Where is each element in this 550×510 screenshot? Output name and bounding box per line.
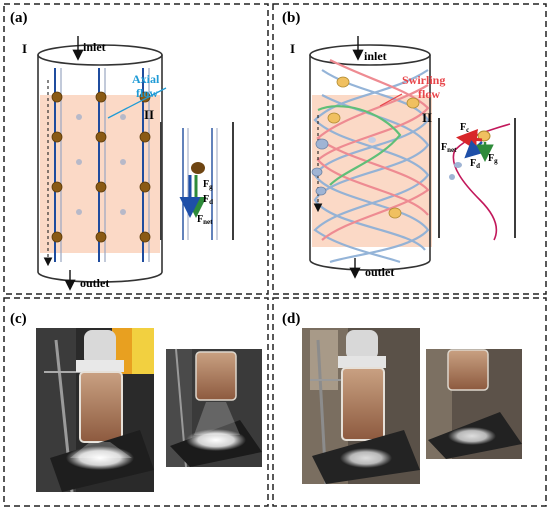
panel-d-label: (d)	[282, 311, 300, 327]
panel-a-label: (a)	[10, 10, 28, 26]
force-net-label: Fnet	[197, 214, 213, 226]
outlet-label: outlet	[80, 276, 109, 290]
section-II-label: II	[422, 110, 432, 125]
panel-c-label: (c)	[10, 311, 27, 327]
photo-d-side	[426, 349, 522, 459]
section-I-label: I	[290, 41, 295, 56]
axial-flow-label-line2: flow	[136, 86, 158, 100]
force-net-label: Fnet	[441, 142, 457, 154]
panel-a: (a) I inlet Ax	[10, 10, 234, 291]
force-g-label: Fg	[488, 153, 498, 165]
photo-c-main	[36, 328, 154, 493]
panel-b-label: (b)	[282, 10, 300, 26]
panel-b-border	[272, 3, 547, 295]
section-I-label: I	[22, 41, 27, 56]
photo-d-main	[302, 328, 420, 485]
panel-d: (d)	[282, 311, 522, 485]
axial-flow-label-line1: Axial	[132, 72, 160, 86]
inlet-label: inlet	[364, 49, 387, 63]
swirling-flow-pointer	[379, 93, 403, 107]
force-d-label: Fd	[203, 194, 213, 206]
panel-c-border	[3, 297, 269, 507]
swirl-lines-green	[317, 105, 402, 186]
force-g-label: Fg	[203, 179, 213, 191]
photo-c-side	[166, 348, 262, 468]
panel-b: (b) I inlet	[282, 10, 516, 279]
force-net-arrow	[464, 140, 484, 159]
swirl-particles	[311, 76, 420, 219]
force-c-arrow	[456, 129, 483, 150]
swirl-lines-red	[316, 59, 430, 241]
inlet-label: inlet	[83, 40, 106, 54]
panel-c: (c)	[10, 311, 262, 493]
force-c-label: Fc	[460, 122, 469, 134]
column-bottom	[309, 259, 431, 271]
particle-spheres-small	[76, 114, 126, 215]
panel-a-border	[3, 3, 269, 295]
swirling-flow-label-line1: Swirling	[402, 73, 445, 87]
swirling-flow-label-line2: flow	[418, 87, 440, 101]
channel-particle	[191, 162, 205, 174]
outlet-label: outlet	[365, 265, 394, 279]
section-II-label: II	[144, 107, 154, 122]
channel-particle-trace	[449, 174, 455, 180]
force-d-label: Fd	[470, 158, 480, 170]
axial-flow-pointer	[107, 87, 167, 119]
column-bottom	[37, 271, 163, 283]
channel-particle-trace	[454, 162, 462, 168]
